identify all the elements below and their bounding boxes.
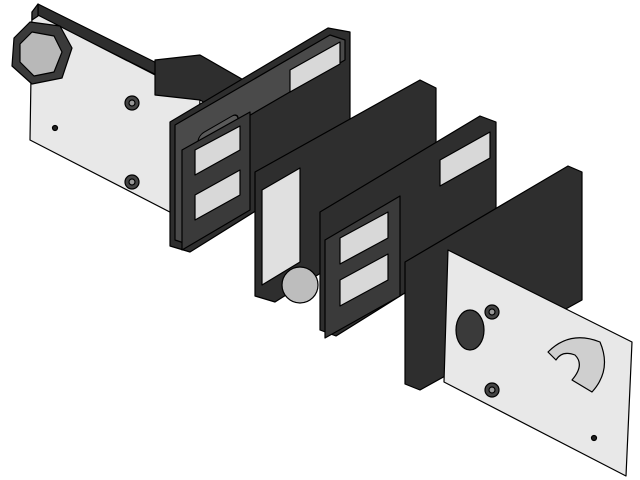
clamp-frame-1 bbox=[169, 27, 351, 253]
spacer-block bbox=[254, 79, 437, 304]
right-end-plate bbox=[443, 249, 633, 477]
clamp-frame-2 bbox=[319, 115, 497, 339]
nut-icon bbox=[484, 382, 500, 398]
nut-icon bbox=[124, 95, 140, 111]
nut-icon bbox=[484, 304, 500, 320]
bolt-head bbox=[11, 21, 73, 85]
nut-icon bbox=[124, 174, 140, 190]
